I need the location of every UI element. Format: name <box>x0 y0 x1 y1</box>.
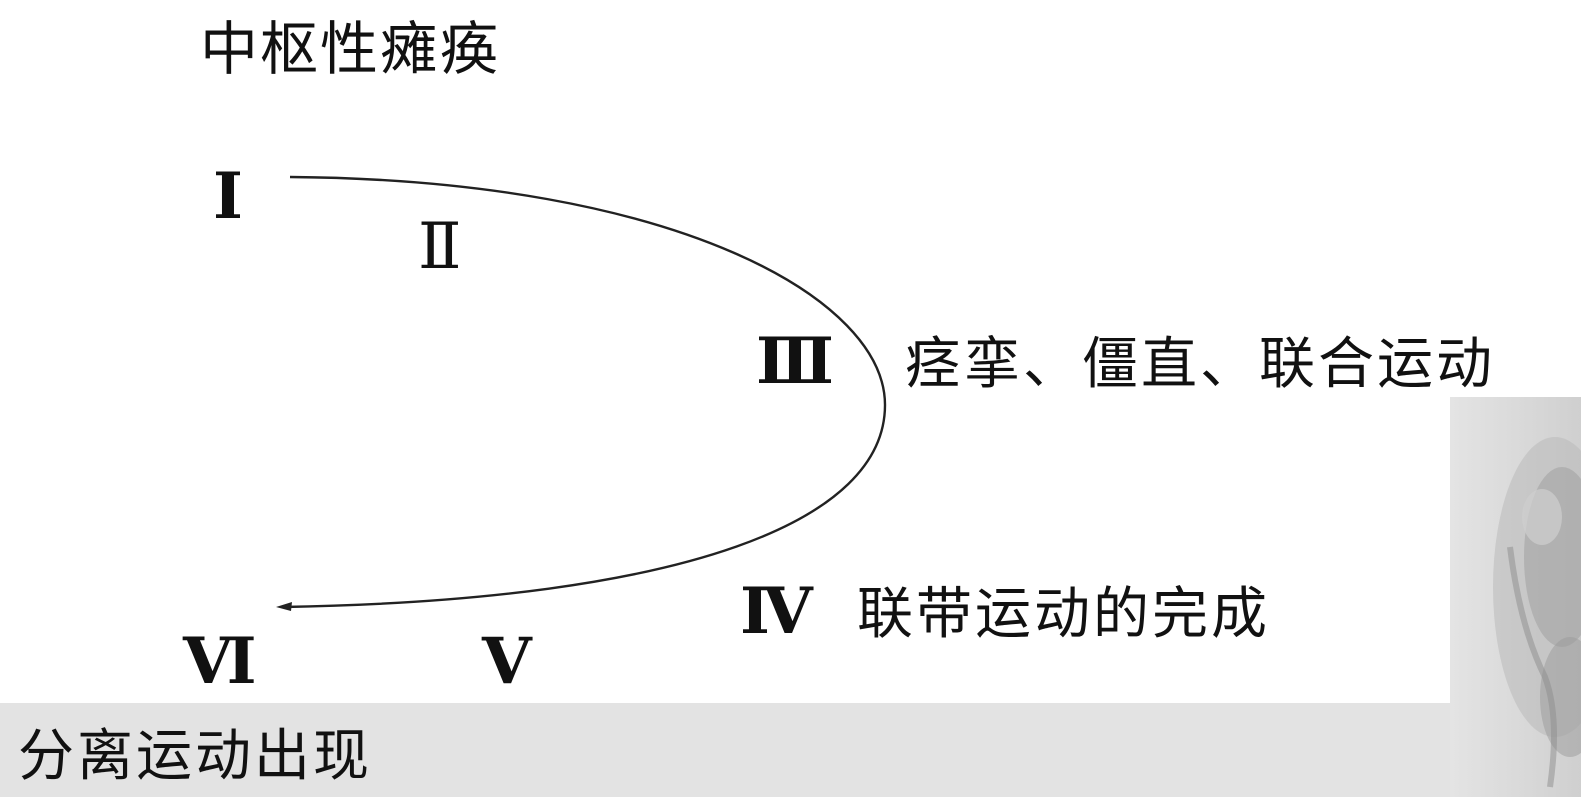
bottom-band <box>0 703 1450 797</box>
figure-silhouette <box>1493 437 1581 788</box>
recovery-curve-path <box>282 175 887 609</box>
curve-arrowhead <box>276 602 292 611</box>
stage-4-numeral: Ⅳ <box>740 576 813 647</box>
stage-6-numeral: Ⅵ <box>183 626 257 697</box>
stage-1-numeral: Ⅰ <box>213 161 243 232</box>
diagram-title: 中枢性瘫痪 <box>200 15 501 83</box>
stage-3-numeral: Ⅲ <box>756 326 834 397</box>
stage-4-note: 联带运动的完成 <box>857 582 1270 647</box>
corner-figure-image <box>1450 397 1581 797</box>
stage-6-note: 分离运动出现 <box>18 724 372 789</box>
stage-5-numeral: Ⅴ <box>482 626 532 697</box>
stage-2-numeral: Ⅱ <box>418 211 461 282</box>
stage-3-note: 痉挛、僵直、联合运动 <box>905 332 1495 397</box>
